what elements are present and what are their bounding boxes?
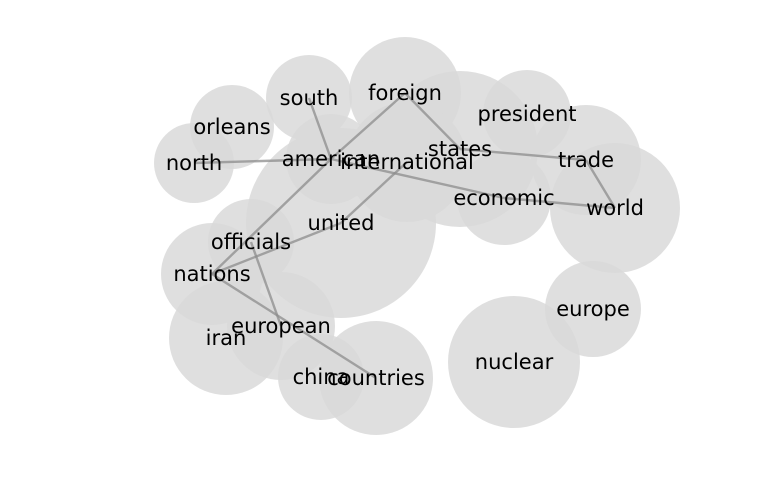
edge-south-american: [307, 97, 333, 160]
node-label-trade: trade: [558, 148, 614, 172]
edge-foreign-states: [404, 92, 461, 150]
node-label-officials: officials: [211, 230, 291, 254]
node-label-south: south: [280, 86, 339, 110]
node-label-states: states: [428, 137, 492, 161]
edge-american-foreign: [330, 92, 406, 160]
label-layer: united states world nuclear foreign countries…: [166, 81, 644, 390]
node-label-foreign: foreign: [368, 81, 442, 105]
node-label-north: north: [166, 151, 222, 175]
node-label-nuclear: nuclear: [475, 350, 554, 374]
edge-united-nations: [211, 221, 342, 276]
node-label-iran: iran: [206, 326, 247, 350]
edge-trade-world: [584, 159, 617, 209]
node-label-european: european: [231, 314, 331, 338]
node-label-china: china: [293, 365, 350, 389]
node-label-president: president: [478, 102, 577, 126]
edge-states-trade: [459, 147, 587, 162]
node-label-nations: nations: [173, 262, 250, 286]
edge-nations-countries: [211, 272, 377, 380]
node-label-countries: countries: [327, 366, 425, 390]
edge-layer: [193, 92, 617, 380]
edge-international-united: [340, 161, 408, 224]
edge-officials-european: [249, 241, 283, 327]
node-label-orleans: orleans: [193, 115, 270, 139]
node-label-europe: europe: [556, 297, 630, 321]
edge-american-nations: [211, 158, 332, 275]
node-label-economic: economic: [453, 186, 554, 210]
node-label-world: world: [586, 196, 644, 220]
edge-north-american: [193, 157, 332, 165]
edge-economic-world: [503, 196, 616, 210]
node-label-international: international: [340, 150, 474, 174]
bubble-president: [483, 70, 571, 158]
node-label-american: american: [282, 147, 380, 171]
bubble-nuclear: [448, 296, 580, 428]
bubble-europe: [545, 261, 641, 357]
edge-american-economic: [330, 157, 505, 200]
node-label-united: united: [308, 211, 375, 235]
